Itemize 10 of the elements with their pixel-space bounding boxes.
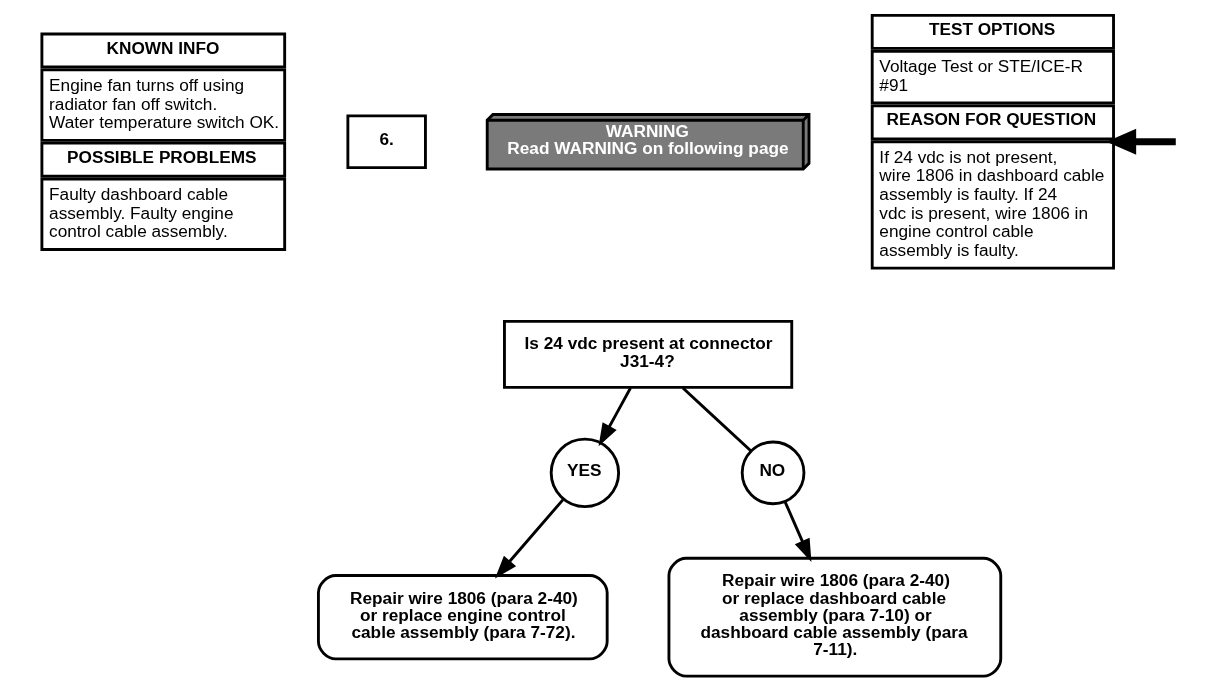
arrow <box>495 498 565 579</box>
arrow <box>783 501 812 563</box>
node-circle: YES <box>549 437 621 508</box>
node-box: Repair wire 1806 (para 2-40) or replace engine control cable assembly (para 7-72). <box>317 574 609 661</box>
arrow <box>598 387 632 447</box>
node-box: Is 24 vdc present at connector J31-4? <box>503 319 794 389</box>
node-box: Repair wire 1806 (para 2-40) or replace dashboard cable assembly (para 7-10) or dashboard cable assembly (para 7-11). <box>667 556 1003 678</box>
node-circle: NO <box>740 440 806 506</box>
node-box: 6. <box>346 114 427 170</box>
connector <box>681 386 752 453</box>
